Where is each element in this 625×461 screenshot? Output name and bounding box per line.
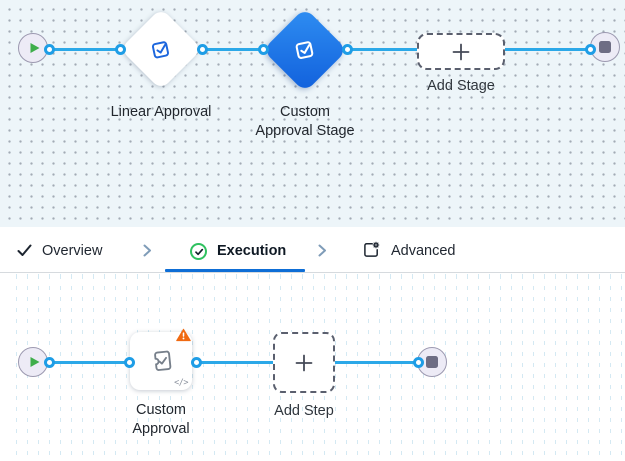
port-start-out[interactable]: [43, 43, 55, 55]
start-node[interactable]: [18, 33, 48, 63]
port-step-in[interactable]: [123, 356, 135, 368]
stop-icon: [599, 41, 611, 53]
tab-execution[interactable]: Execution: [217, 243, 287, 259]
add-stage-label: Add Stage: [427, 78, 495, 94]
add-stage-button[interactable]: [417, 33, 505, 70]
stage-tab-bar: Overview Execution Advanced: [0, 227, 625, 273]
port-custom-in[interactable]: [257, 43, 269, 55]
step-connector-line: [49, 360, 418, 364]
warning-triangle-icon[interactable]: [176, 328, 191, 347]
play-icon: [30, 43, 39, 53]
add-step-label: Add Step: [274, 403, 334, 419]
approval-stamp-icon: [291, 36, 319, 64]
step-canvas[interactable]: </> Custom Approval Add Step: [0, 273, 625, 461]
port-end-in[interactable]: [584, 43, 596, 55]
plus-icon: [452, 43, 470, 60]
active-tab-underline: [165, 269, 305, 272]
code-badge: </>: [174, 378, 188, 388]
stage-node-linear-approval[interactable]: [119, 7, 203, 91]
port-step-out[interactable]: [190, 356, 202, 368]
settings-box-icon: [362, 241, 380, 264]
start-node[interactable]: [18, 347, 48, 377]
tab-overview[interactable]: Overview: [42, 243, 103, 259]
puzzle-check-icon: [154, 350, 172, 371]
add-step-button[interactable]: [273, 332, 335, 393]
port-linear-in[interactable]: [114, 43, 126, 55]
step-label-custom-approval: Custom Approval: [132, 402, 190, 437]
tab-advanced[interactable]: Advanced: [391, 243, 456, 259]
stage-node-custom-approval-stage[interactable]: [262, 7, 348, 93]
play-icon: [30, 357, 39, 367]
chevron-right-icon: [142, 243, 153, 263]
stage-label-linear-approval: Linear Approval: [110, 104, 212, 120]
port-custom-out[interactable]: [341, 43, 353, 55]
chevron-right-icon: [317, 243, 328, 263]
port-start-out[interactable]: [43, 356, 55, 368]
step-node-custom-approval[interactable]: </>: [130, 332, 192, 390]
check-icon: [16, 242, 33, 264]
port-linear-out[interactable]: [196, 43, 208, 55]
port-end-in[interactable]: [412, 356, 424, 368]
plus-icon: [295, 354, 313, 371]
stage-canvas[interactable]: Linear Approval Custom Approval Stage Ad…: [0, 0, 625, 227]
stop-icon: [426, 356, 438, 368]
approval-stamp-icon: [148, 36, 175, 63]
check-circle-icon: [190, 243, 207, 260]
stage-label-custom-approval-stage: Custom Approval Stage: [255, 104, 355, 139]
